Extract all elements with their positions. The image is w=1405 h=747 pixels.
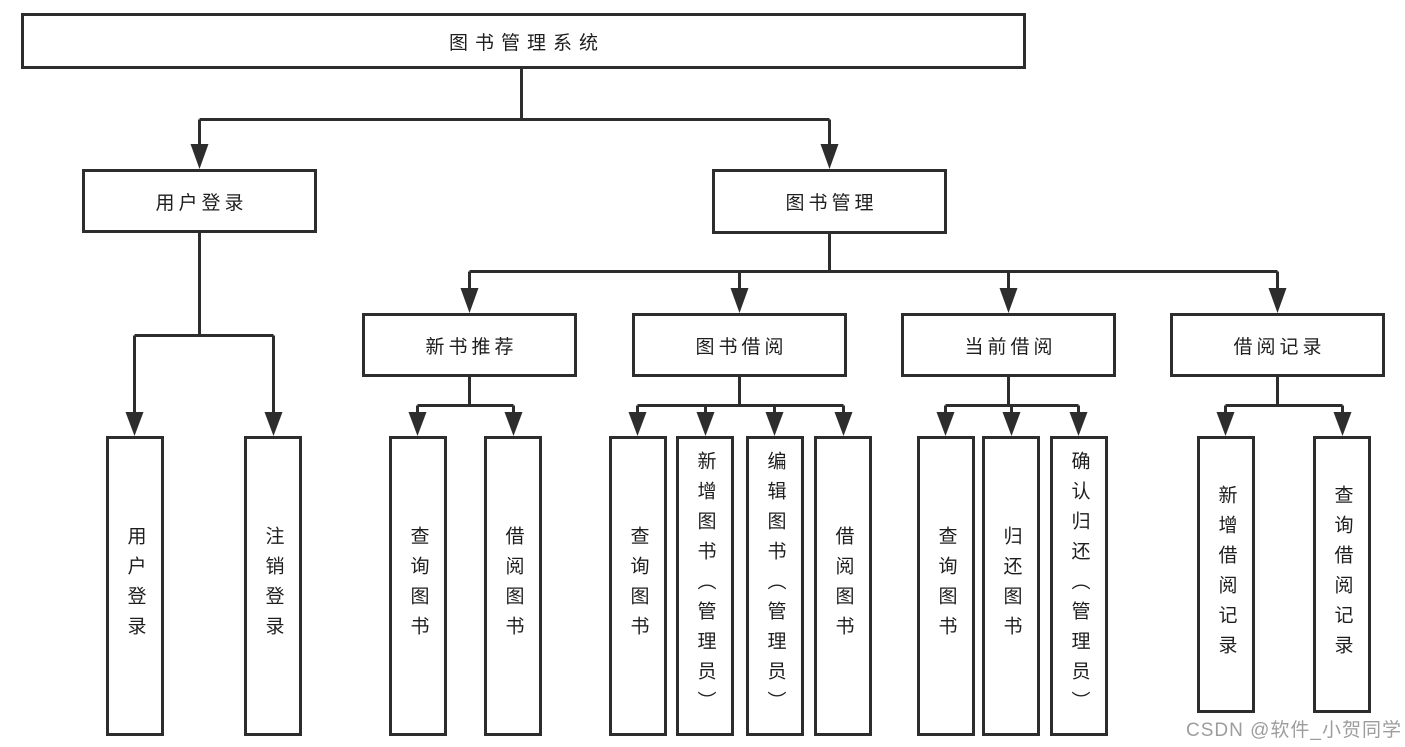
node-book-management: 图书管理	[712, 169, 947, 234]
arrow-down-icon	[408, 412, 427, 436]
arrow-down-icon	[1069, 412, 1088, 436]
leaf-label: 编辑图书（管理员）	[764, 451, 786, 721]
leaf-confirm-return-admin: 确认归还（管理员）	[1050, 436, 1108, 736]
leaf-label: 归还图书	[1000, 526, 1022, 646]
node-user-login: 用户登录	[82, 169, 317, 233]
arrow-down-icon	[1333, 412, 1352, 436]
arrow-down-icon	[696, 412, 715, 436]
leaf-label: 查询图书	[407, 526, 429, 646]
arrow-down-icon	[730, 288, 749, 313]
arrow-down-icon	[765, 412, 784, 436]
arrow-down-icon	[1268, 288, 1287, 313]
connector-records-to-leaves	[1224, 377, 1344, 414]
leaf-newbook-query-books: 查询图书	[389, 436, 447, 736]
leaf-label: 查询图书	[627, 526, 649, 646]
connector-bookmgmt-to-level3	[468, 234, 1279, 289]
arrow-down-icon	[264, 412, 283, 436]
node-book-borrowing: 图书借阅	[632, 313, 847, 377]
leaf-label: 新增借阅记录	[1215, 484, 1237, 665]
arrow-down-icon	[1002, 412, 1021, 436]
leaf-label: 注销登录	[262, 526, 284, 646]
leaf-query-borrow-record: 查询借阅记录	[1313, 436, 1371, 713]
arrow-down-icon	[504, 412, 523, 436]
arrowheads	[125, 144, 1352, 436]
connector-root-to-level2	[198, 69, 831, 145]
node-library-management-system: 图书管理系统	[21, 13, 1026, 69]
connector-newbook-to-leaves	[416, 377, 515, 414]
leaf-label: 用户登录	[124, 526, 146, 646]
leaf-label: 查询借阅记录	[1331, 484, 1353, 665]
connector-bookborrow-to-leaves	[636, 377, 845, 414]
arrow-down-icon	[190, 144, 209, 169]
arrow-down-icon	[820, 144, 839, 169]
arrow-down-icon	[460, 288, 479, 313]
leaf-logout: 注销登录	[244, 436, 302, 736]
connector-userlogin-to-leaves	[133, 233, 275, 413]
csdn-watermark: CSDN @软件_小贺同学	[1186, 720, 1402, 741]
leaf-label: 借阅图书	[832, 526, 854, 646]
leaf-label: 确认归还（管理员）	[1068, 451, 1090, 721]
arrow-down-icon	[125, 412, 144, 436]
arrow-down-icon	[628, 412, 647, 436]
leaf-edit-books-admin: 编辑图书（管理员）	[746, 436, 804, 736]
leaf-borrowing-borrow-books: 借阅图书	[814, 436, 872, 736]
leaf-add-borrow-record: 新增借阅记录	[1197, 436, 1255, 713]
node-current-borrowing: 当前借阅	[901, 313, 1116, 377]
node-borrowing-records: 借阅记录	[1170, 313, 1385, 377]
leaf-return-books: 归还图书	[982, 436, 1040, 736]
arrow-down-icon	[834, 412, 853, 436]
connector-currentborrow-to-leaves	[944, 377, 1080, 414]
node-new-book-recommend: 新书推荐	[362, 313, 577, 377]
leaf-add-books-admin: 新增图书（管理员）	[676, 436, 734, 736]
arrow-down-icon	[936, 412, 955, 436]
leaf-user-login: 用户登录	[106, 436, 164, 736]
leaf-label: 查询图书	[935, 526, 957, 646]
leaf-newbook-borrow-books: 借阅图书	[484, 436, 542, 736]
arrow-down-icon	[999, 288, 1018, 313]
arrow-down-icon	[1216, 412, 1235, 436]
leaf-label: 借阅图书	[502, 526, 524, 646]
leaf-borrowing-query-books: 查询图书	[609, 436, 667, 736]
leaf-label: 新增图书（管理员）	[694, 451, 716, 721]
leaf-current-query-books: 查询图书	[917, 436, 975, 736]
